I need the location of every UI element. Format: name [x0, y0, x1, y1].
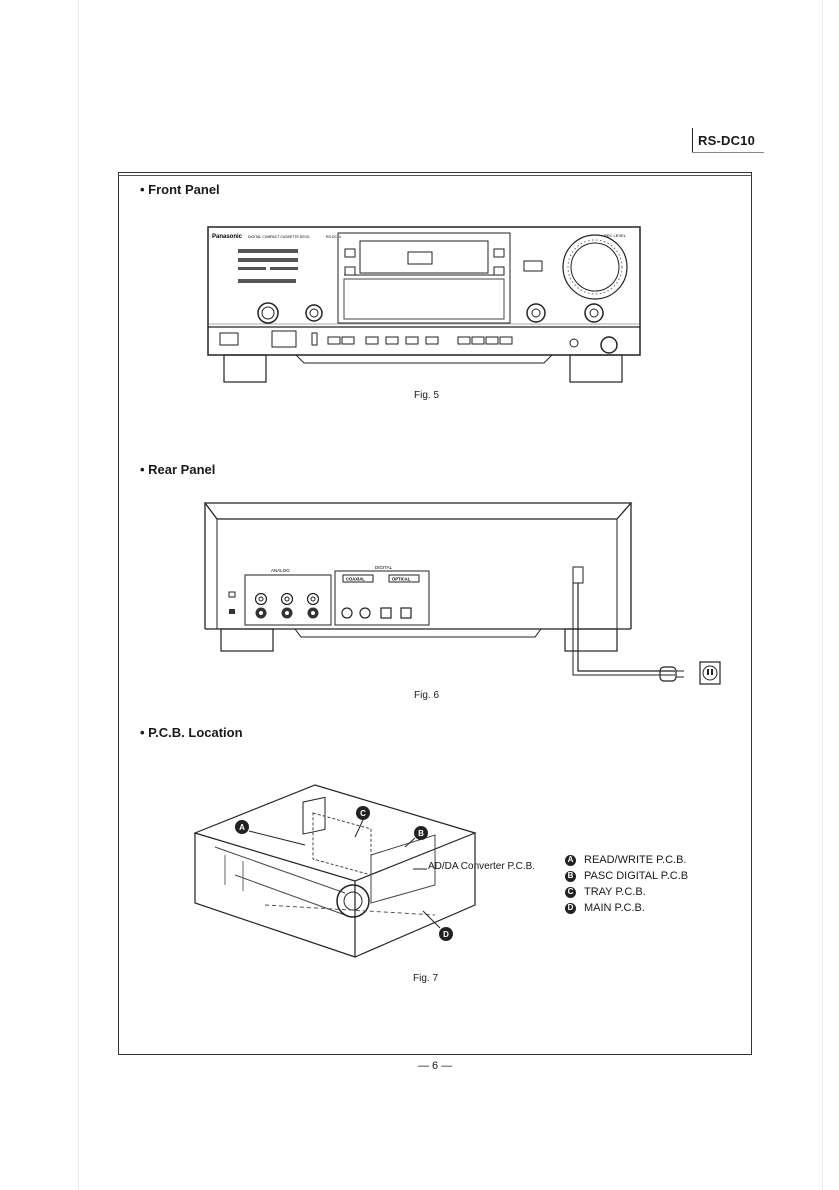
model-bar [692, 128, 693, 152]
front-product-line: DIGITAL COMPACT CASSETTE DECK [248, 235, 310, 239]
legend-marker: C [565, 887, 576, 898]
fig6-caption: Fig. 6 [414, 690, 439, 701]
legend-item-main: D MAIN P.C.B. [565, 900, 688, 916]
legend-marker: D [565, 903, 576, 914]
front-panel-illustration: Panasonic DIGITAL COMPACT CASSETTE DECK … [208, 227, 640, 385]
ad-da-callout: AD/DA Converter P.C.B. [428, 861, 535, 873]
legend-marker: B [565, 871, 576, 882]
marker-c: C [360, 809, 366, 818]
page-number: — 6 — [418, 1060, 452, 1072]
pcb-legend: A READ/WRITE P.C.B. B PASC DIGITAL P.C.B… [565, 852, 688, 916]
legend-item-read-write: A READ/WRITE P.C.B. [565, 852, 688, 868]
legend-item-pasc-digital: B PASC DIGITAL P.C.B [565, 868, 688, 884]
front-brand: Panasonic [212, 234, 243, 240]
front-model: RS-DC10 [326, 235, 341, 239]
pcb-location-heading: • P.C.B. Location [140, 725, 243, 740]
model-rule [692, 152, 764, 153]
fig5-caption: Fig. 5 [414, 390, 439, 401]
rear-panel-heading: • Rear Panel [140, 462, 215, 477]
frame-double-rule [118, 175, 752, 176]
page-edge [78, 0, 79, 1190]
marker-d: D [443, 930, 449, 939]
legend-item-tray: C TRAY P.C.B. [565, 884, 688, 900]
power-plug-icon [660, 661, 730, 687]
rear-coaxial-label: COAXIAL [346, 577, 365, 582]
marker-a: A [239, 823, 245, 832]
rear-digital-label: DIGITAL [375, 565, 393, 570]
legend-label: MAIN P.C.B. [584, 900, 645, 916]
legend-label: READ/WRITE P.C.B. [584, 852, 686, 868]
legend-label: PASC DIGITAL P.C.B [584, 868, 688, 884]
page-edge-right [822, 0, 823, 1190]
fig7-caption: Fig. 7 [413, 973, 438, 984]
rear-analog-label: ANALOG [271, 568, 290, 573]
legend-marker: A [565, 855, 576, 866]
rear-optical-label: OPTICAL [392, 577, 411, 582]
legend-label: TRAY P.C.B. [584, 884, 646, 900]
marker-b: B [418, 829, 424, 838]
rear-panel-illustration: ANALOG DIGITAL COAXIAL OPTICAL [205, 503, 645, 695]
pcb-location-illustration: A B C D [195, 785, 495, 965]
model-number: RS-DC10 [698, 133, 755, 148]
front-panel-heading: • Front Panel [140, 182, 220, 197]
